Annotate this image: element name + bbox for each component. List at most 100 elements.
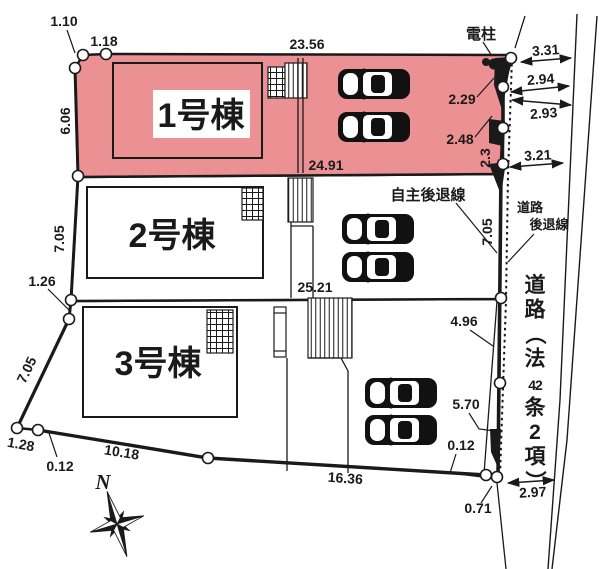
vertex-marker bbox=[496, 157, 510, 171]
leader-0-12-left bbox=[39, 430, 58, 458]
left-boundary bbox=[67, 67, 80, 320]
vertex-marker bbox=[31, 423, 45, 437]
leader-self-setback bbox=[455, 202, 498, 254]
dim-2-97: 2.97 bbox=[519, 483, 547, 500]
compass-light-halves bbox=[90, 491, 144, 557]
stairs-3-hatch bbox=[308, 298, 352, 358]
vertex-marker bbox=[496, 121, 510, 135]
dimension-labels: 1.10 1.18 23.56 3.31 2.94 2.93 2.29 2.48… bbox=[6, 13, 560, 516]
self-setback-line-label: 自主後退線 bbox=[390, 186, 465, 204]
boundary-wedges bbox=[482, 57, 512, 470]
leader-0-12-right bbox=[449, 453, 483, 478]
dim-7-05-left: 7.05 bbox=[51, 225, 67, 252]
balcony-2-hatch bbox=[242, 188, 263, 220]
dim-5-70: 5.70 bbox=[452, 396, 479, 412]
dim-4-96: 4.96 bbox=[450, 313, 477, 329]
dim-23-56: 23.56 bbox=[289, 36, 324, 52]
road-name-label: 道 路 （ 法 42 条 2 項 ） bbox=[523, 273, 547, 492]
left-slant-boundary bbox=[15, 318, 71, 429]
dim-3-21: 3.21 bbox=[524, 146, 552, 163]
vertex-marker bbox=[68, 61, 82, 75]
dim-1-28: 1.28 bbox=[6, 434, 36, 455]
leader-2-48 bbox=[474, 115, 493, 138]
dim-2-3: 2.3 bbox=[477, 148, 493, 168]
dim-7-05-right: 7.05 bbox=[479, 218, 495, 245]
ladder-3-icon bbox=[273, 306, 287, 358]
dim-6-06: 6.06 bbox=[57, 107, 73, 134]
vertex-marker bbox=[496, 80, 510, 94]
vertex-marker bbox=[76, 48, 90, 62]
dim-1-18: 1.18 bbox=[90, 33, 117, 49]
vertex-marker bbox=[490, 470, 504, 484]
vertex-marker bbox=[479, 468, 493, 482]
dim-2-94: 2.94 bbox=[527, 70, 556, 88]
balcony-1-hatch bbox=[268, 67, 285, 98]
leader-1-26 bbox=[47, 288, 70, 311]
arrow-2-93 bbox=[510, 96, 573, 109]
vertex-marker bbox=[494, 291, 508, 305]
leader-pole bbox=[482, 41, 493, 57]
dim-16-36: 16.36 bbox=[327, 469, 363, 487]
leader-1-10 bbox=[66, 29, 76, 54]
car-icon bbox=[342, 251, 414, 283]
utility-pole-label: 電柱 bbox=[466, 25, 496, 43]
dim-0-71: 0.71 bbox=[464, 500, 491, 516]
dimension-arrows bbox=[506, 54, 573, 487]
utility-pole-icon bbox=[488, 58, 500, 70]
vertex-marker bbox=[504, 51, 518, 65]
building-3-label: 3号棟 bbox=[115, 345, 203, 383]
arrow-3-31 bbox=[519, 54, 573, 66]
vertex-marker bbox=[71, 169, 85, 183]
dim-0-12-left: 0.12 bbox=[46, 458, 73, 474]
leader-5-70 bbox=[468, 412, 496, 432]
original-lot-edge-line bbox=[483, 300, 498, 475]
building-1-label-patch bbox=[153, 90, 250, 138]
arrow-3-21 bbox=[508, 159, 565, 171]
north-arrow-icon: N bbox=[90, 470, 144, 557]
annotation-labels: 電柱 自主後退線 道路 後退線 bbox=[390, 25, 569, 232]
dim-2-93: 2.93 bbox=[530, 104, 559, 122]
dim-10-18: 10.18 bbox=[103, 441, 140, 462]
leader-4-96 bbox=[469, 329, 494, 347]
vertex-marker bbox=[62, 312, 76, 326]
boundary-vertices bbox=[10, 47, 518, 484]
road-setback-line-label-2: 後退線 bbox=[529, 217, 569, 232]
walkway-3-outline bbox=[286, 357, 349, 473]
utility-pole-icon bbox=[482, 58, 490, 66]
dim-1-26: 1.26 bbox=[28, 273, 55, 289]
dim-25-21: 25.21 bbox=[297, 279, 332, 295]
car-icon bbox=[342, 213, 414, 245]
leader-0-71 bbox=[480, 485, 493, 504]
building-3-group: 3号棟 bbox=[82, 297, 353, 473]
dim-1-10: 1.10 bbox=[50, 13, 77, 29]
road-edges bbox=[547, 13, 598, 569]
building-1-label: 1号棟 bbox=[158, 97, 246, 135]
wedge-bottom bbox=[490, 429, 501, 470]
arrow-2-94 bbox=[509, 82, 571, 96]
road-name-char: 2 bbox=[529, 421, 541, 444]
road-name-char: 項 bbox=[525, 446, 547, 469]
road-name-char: 路 bbox=[525, 298, 547, 322]
dim-7-05-diag: 7.05 bbox=[13, 354, 39, 386]
road-name-char: 条 bbox=[525, 396, 547, 420]
building-1-group: 1号棟 bbox=[112, 58, 308, 173]
road-setback-line-label-1: 道路 bbox=[517, 200, 544, 215]
vertex-marker bbox=[99, 47, 113, 61]
dim-2-48: 2.48 bbox=[446, 131, 473, 147]
corner-extension-bottom bbox=[496, 482, 507, 569]
road-outer-edge-line bbox=[551, 15, 598, 569]
road-name-char: 道 bbox=[525, 273, 546, 297]
leader-lines bbox=[39, 29, 535, 504]
dim-24-91: 24.91 bbox=[308, 157, 343, 173]
balcony-3-hatch bbox=[207, 310, 233, 353]
vertex-marker bbox=[493, 376, 507, 390]
wedge-lower bbox=[489, 162, 506, 195]
walkway-2-outline bbox=[290, 222, 314, 298]
car-icon bbox=[365, 377, 437, 409]
north-label: N bbox=[94, 470, 111, 494]
arrow-2-97 bbox=[506, 476, 556, 487]
lot-1-division-line bbox=[297, 58, 304, 173]
road-inner-edge-line bbox=[547, 13, 578, 569]
